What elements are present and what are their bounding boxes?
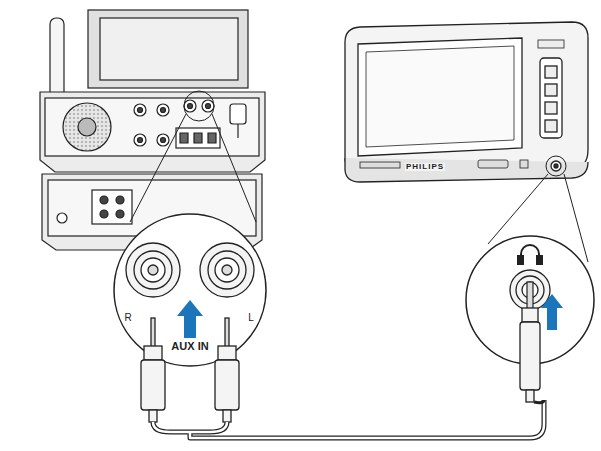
portable-player [345,22,588,182]
magnifier-leader [130,91,256,222]
rca-plugs [141,318,239,422]
jack-label: L [247,313,255,323]
port-label: AUX IN [170,341,209,352]
cable [153,400,544,438]
stereo-system [40,10,265,250]
brand-logo: PHILIPS [405,163,445,171]
headphone-symbol [518,245,542,264]
aux-in-magnifier [114,214,266,366]
jack-label: R [123,313,132,323]
headphone-magnifier [466,236,594,402]
